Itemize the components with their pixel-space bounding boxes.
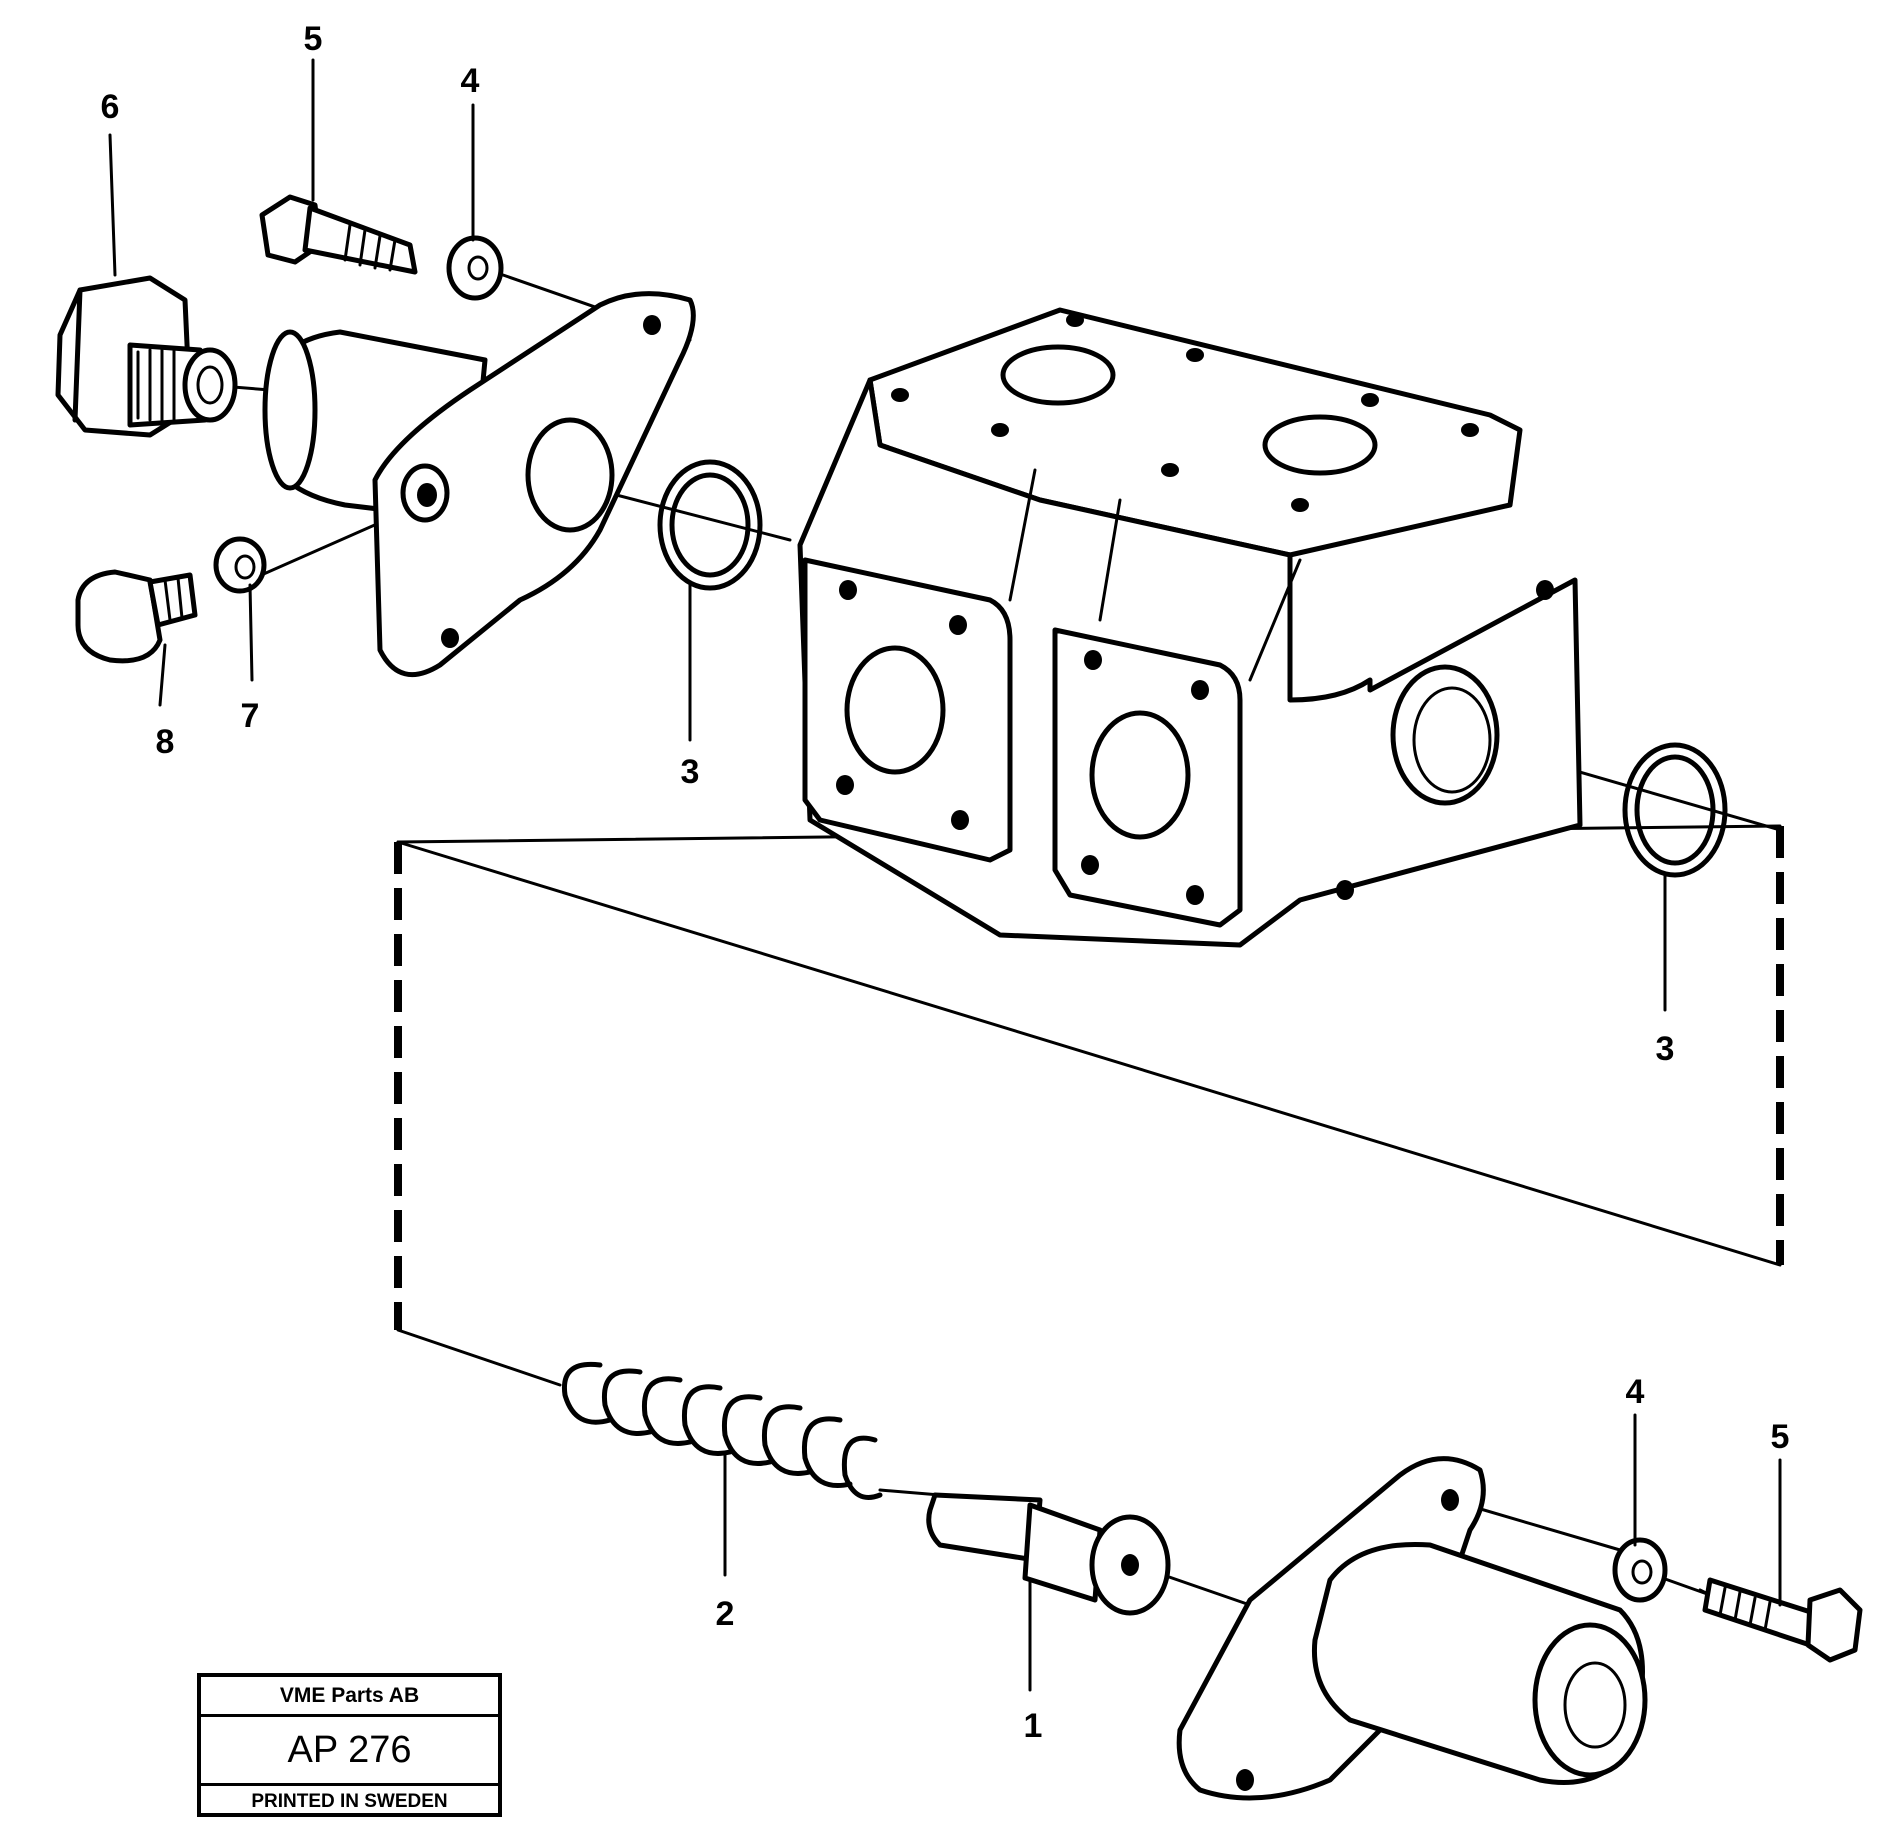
callout-leaders: [108, 58, 1782, 1692]
part-2-spring: [561, 1361, 883, 1500]
callout-3-left: 3: [681, 753, 700, 791]
part-3-oring-left: [657, 459, 763, 591]
part-8-plug-screw: [75, 569, 198, 664]
stamp-company: VME Parts AB: [201, 1677, 498, 1717]
callouts: 6 5 4 8 7 3 3 2 1 4 5: [101, 20, 1790, 1745]
callout-7: 7: [241, 697, 260, 735]
part-3-oring-right: [1622, 742, 1728, 878]
callout-1: 1: [1024, 1707, 1043, 1745]
callout-5-top: 5: [304, 20, 323, 58]
callout-5-bottom: 5: [1771, 1418, 1790, 1456]
part-5-bolt-bottom: [1702, 1577, 1863, 1663]
callout-3-right: 3: [1656, 1030, 1675, 1068]
callout-6: 6: [101, 88, 120, 126]
part-5-bolt-top: [259, 194, 418, 275]
title-stamp: VME Parts AB AP 276 PRINTED IN SWEDEN: [197, 1673, 502, 1817]
part-4-washer-bottom: [1612, 1537, 1668, 1603]
stamp-code: AP 276: [201, 1717, 498, 1786]
dashed-connector: [394, 826, 1784, 1330]
upper-cover-housing: [262, 291, 696, 678]
part-1-piston: [926, 1492, 1171, 1616]
part-4-washer-top: [446, 235, 504, 301]
callout-4-top: 4: [461, 62, 480, 100]
callout-2: 2: [716, 1595, 735, 1633]
callout-4-bottom: 4: [1626, 1373, 1645, 1411]
part-6-plug: [55, 275, 238, 438]
valve-body: [797, 307, 1583, 948]
callout-8: 8: [156, 723, 175, 761]
stamp-printed: PRINTED IN SWEDEN: [251, 1791, 448, 1812]
part-7-washer: [213, 536, 267, 594]
lower-cover-housing: [1176, 1456, 1648, 1801]
